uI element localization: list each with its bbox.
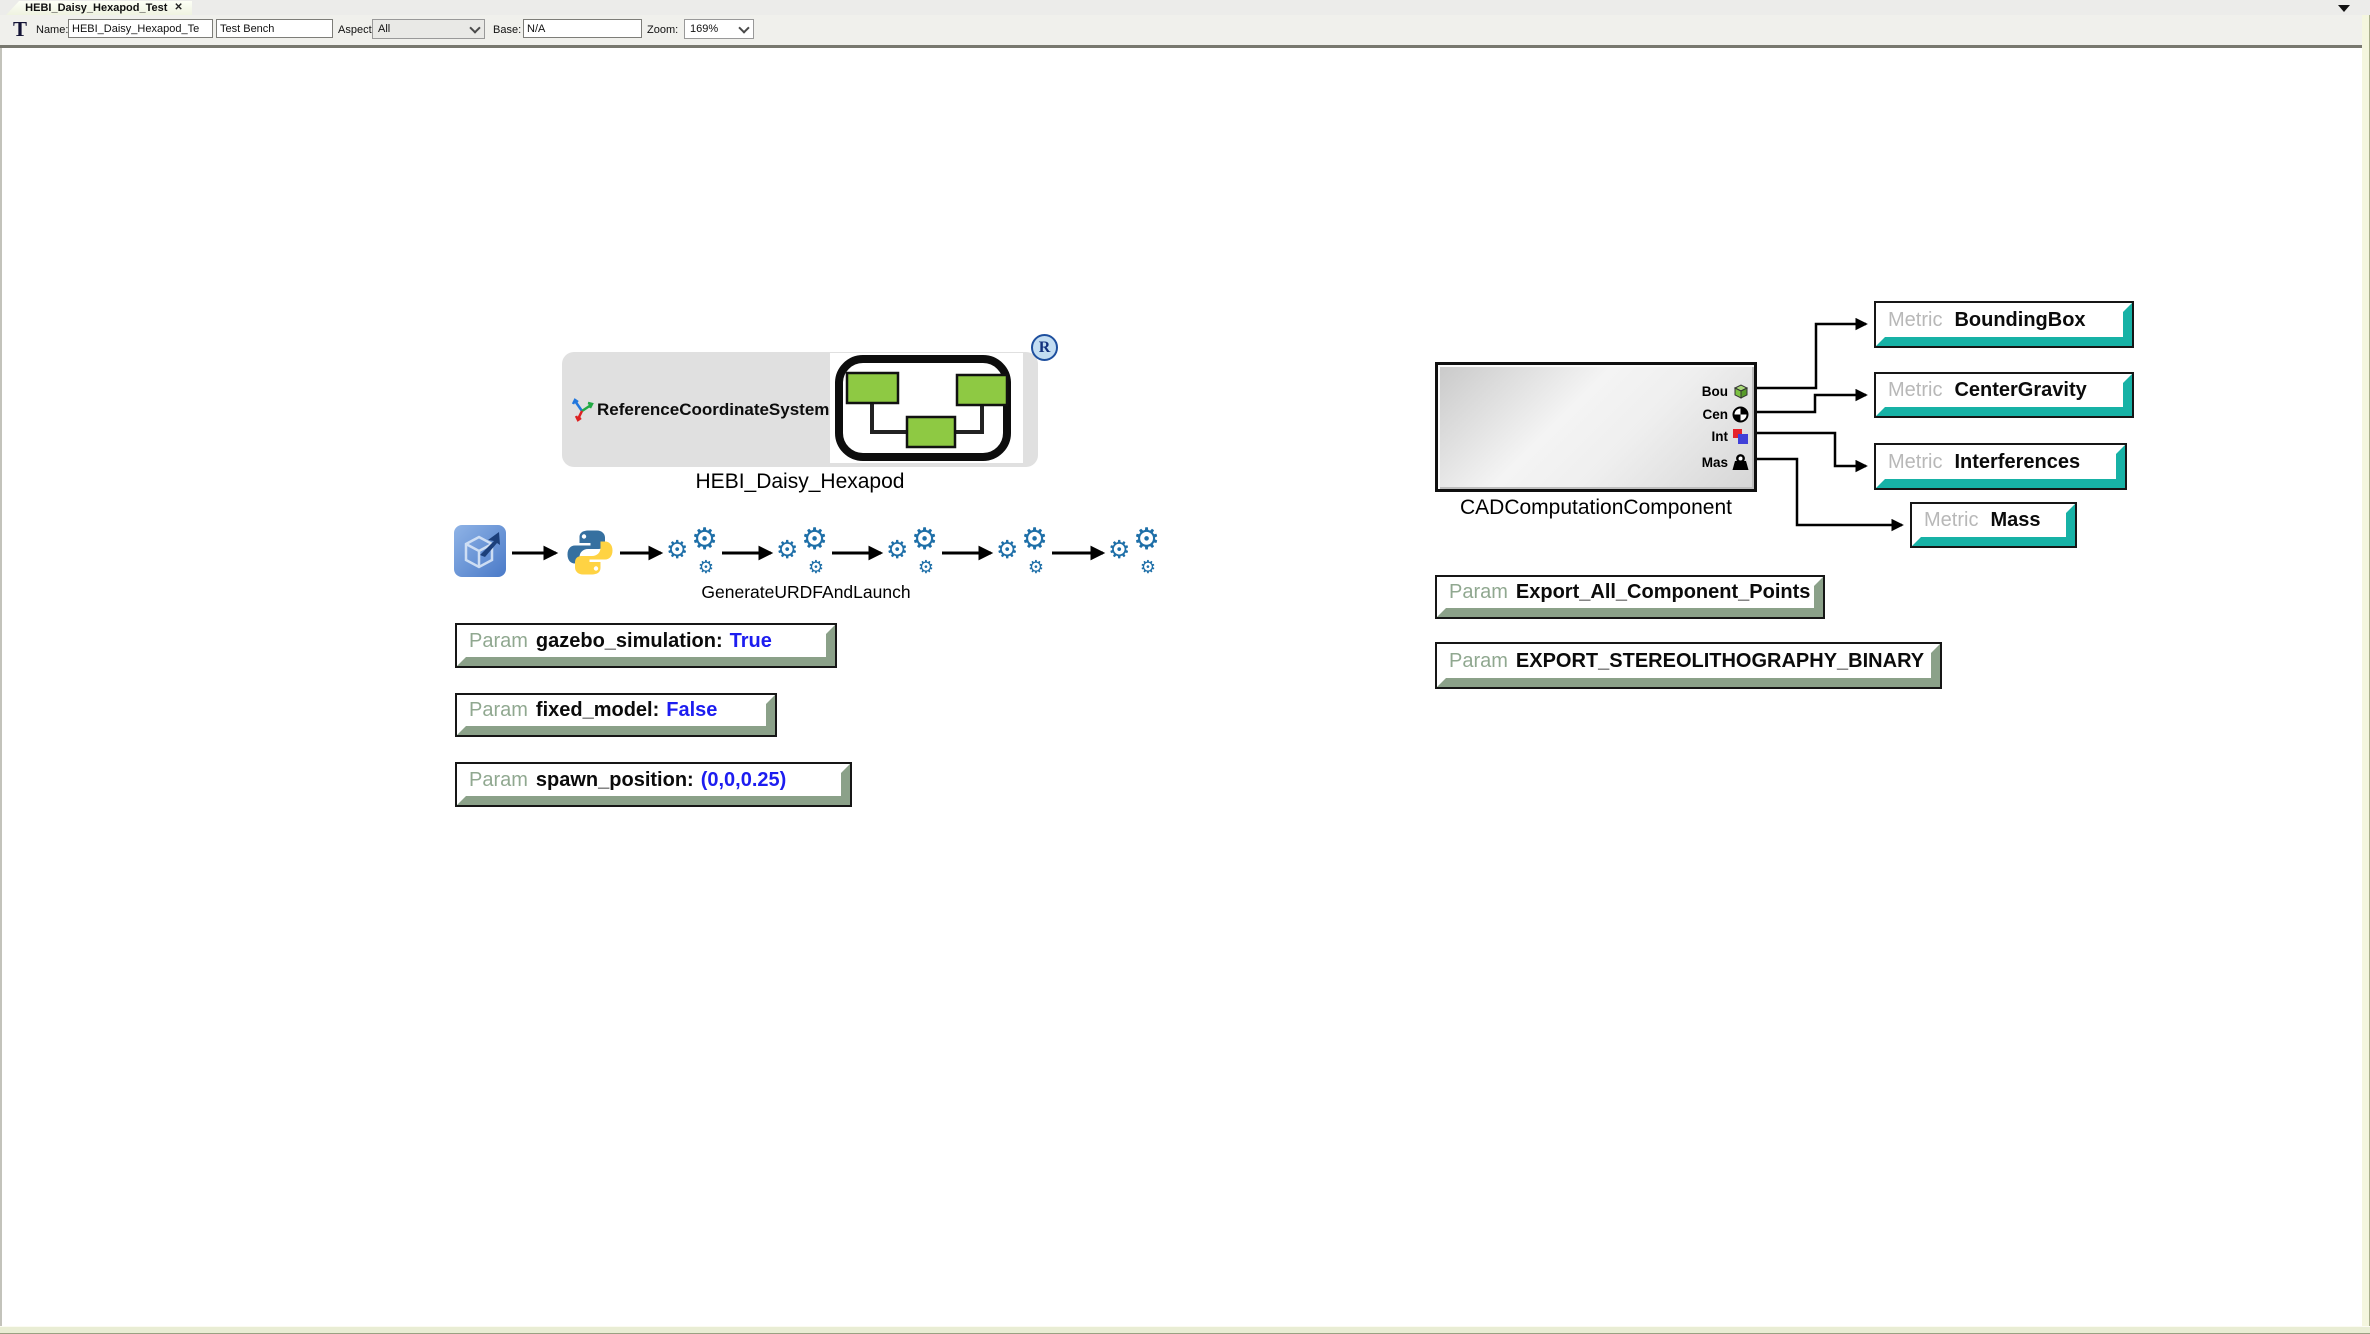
metric-name: BoundingBox <box>1954 308 2086 331</box>
axes-icon <box>571 398 594 422</box>
port-interferences[interactable]: Int <box>1712 427 1750 445</box>
center-gravity-icon <box>1732 406 1749 422</box>
registered-badge-icon: R <box>1031 334 1058 361</box>
metric-kind-label: Metric <box>1888 308 1943 331</box>
tab-overflow-icon[interactable] <box>2338 5 2350 12</box>
param-gazebo-simulation[interactable]: Param gazebo_simulation : True <box>455 623 837 668</box>
cad-export-cube-icon[interactable] <box>453 524 507 578</box>
ref-coordinate-system-label: ReferenceCoordinateSystem <box>597 400 830 419</box>
interference-icon <box>1733 428 1748 444</box>
gears-icon[interactable]: ⚙ ⚙ ⚙ <box>776 523 828 577</box>
metric-name: Interferences <box>1954 450 2081 473</box>
param-export-stereolithography-binary[interactable]: Param EXPORT_STEREOLITHOGRAPHY_BINARY <box>1435 642 1942 689</box>
param-kind-label: Param <box>1449 649 1508 672</box>
metric-kind-label: Metric <box>1888 450 1943 473</box>
port-bounding-box[interactable]: Bou <box>1702 382 1749 400</box>
port-center-gravity[interactable]: Cen <box>1702 405 1749 423</box>
metric-name: Mass <box>1990 509 2041 531</box>
toolbar: T Name: Aspect: All Base: Zoom: 169% <box>0 15 2370 48</box>
cad-caption: CADComputationComponent <box>1460 496 1732 519</box>
base-label: Base: <box>493 24 522 36</box>
mass-icon <box>1732 453 1749 470</box>
tab-bar: HEBI_Daisy_Hexapod_Test ✕ <box>0 0 2370 16</box>
param-value: (0,0,0.25) <box>700 768 787 791</box>
param-value: True <box>729 629 772 652</box>
param-name: fixed_model <box>535 699 653 721</box>
base-input[interactable] <box>523 19 642 38</box>
component-cad-computation[interactable]: Bou Cen Int Mas <box>1435 362 1757 492</box>
param-name: gazebo_simulation <box>535 629 716 652</box>
name-input[interactable] <box>68 19 213 38</box>
param-kind-label: Param <box>1449 581 1508 603</box>
param-name: Export_All_Component_Points <box>1515 581 1811 603</box>
param-name: spawn_position <box>535 768 688 791</box>
zoom-select[interactable]: 169% <box>684 19 754 39</box>
text-tool-icon[interactable]: T <box>13 17 28 41</box>
param-value: False <box>666 699 718 721</box>
name-label: Name: <box>36 24 69 36</box>
model-canvas[interactable] <box>2 48 2362 1326</box>
chevron-down-icon <box>469 21 481 34</box>
zoom-label: Zoom: <box>647 24 679 36</box>
python-icon[interactable] <box>565 527 615 578</box>
metric-bounding-box[interactable]: Metric BoundingBox <box>1874 301 2134 348</box>
port-mass[interactable]: Mas <box>1702 453 1749 471</box>
chevron-down-icon <box>738 21 750 34</box>
aspect-label: Aspect: <box>338 24 375 36</box>
metric-kind-label: Metric <box>1888 379 1943 401</box>
metric-mass[interactable]: Metric Mass <box>1910 502 2077 548</box>
workflow-caption: GenerateURDFAndLaunch <box>701 582 911 602</box>
param-spawn-position[interactable]: Param spawn_position : (0,0,0.25) <box>455 762 852 807</box>
bounding-box-icon <box>1733 383 1749 399</box>
metric-kind-label: Metric <box>1924 509 1979 531</box>
aspect-select[interactable]: All <box>372 19 485 39</box>
tab-label: HEBI_Daisy_Hexapod_Test <box>25 2 168 14</box>
metric-name: CenterGravity <box>1954 379 2087 401</box>
param-name: EXPORT_STEREOLITHOGRAPHY_BINARY <box>1515 649 1925 672</box>
gears-icon[interactable]: ⚙ ⚙ ⚙ <box>666 523 718 577</box>
param-fixed-model[interactable]: Param fixed_model : False <box>455 693 777 737</box>
param-kind-label: Param <box>469 699 528 721</box>
param-export-all-component-points[interactable]: Param Export_All_Component_Points <box>1435 575 1825 619</box>
bottom-frame-strip <box>0 1326 2370 1334</box>
component-hebi-daisy-hexapod[interactable]: ReferenceCoordinateSystem R <box>562 334 1058 467</box>
kind-input[interactable] <box>216 19 333 38</box>
metric-interferences[interactable]: Metric Interferences <box>1874 443 2127 490</box>
tab-hebi-daisy-hexapod-test[interactable]: HEBI_Daisy_Hexapod_Test ✕ <box>6 1 192 15</box>
param-kind-label: Param <box>469 768 528 791</box>
zoom-value: 169% <box>690 23 719 35</box>
aspect-value: All <box>378 23 391 35</box>
gears-icon[interactable]: ⚙ ⚙ ⚙ <box>1108 523 1160 577</box>
param-kind-label: Param <box>469 629 528 652</box>
close-icon[interactable]: ✕ <box>174 2 183 13</box>
metric-center-gravity[interactable]: Metric CenterGravity <box>1874 372 2134 418</box>
gears-icon[interactable]: ⚙ ⚙ ⚙ <box>996 523 1048 577</box>
assembly-icon <box>830 353 1023 463</box>
left-frame-strip <box>0 48 2 1326</box>
hexapod-caption: HEBI_Daisy_Hexapod <box>695 470 905 493</box>
right-frame-strip <box>2362 15 2370 1334</box>
gears-icon[interactable]: ⚙ ⚙ ⚙ <box>886 523 938 577</box>
